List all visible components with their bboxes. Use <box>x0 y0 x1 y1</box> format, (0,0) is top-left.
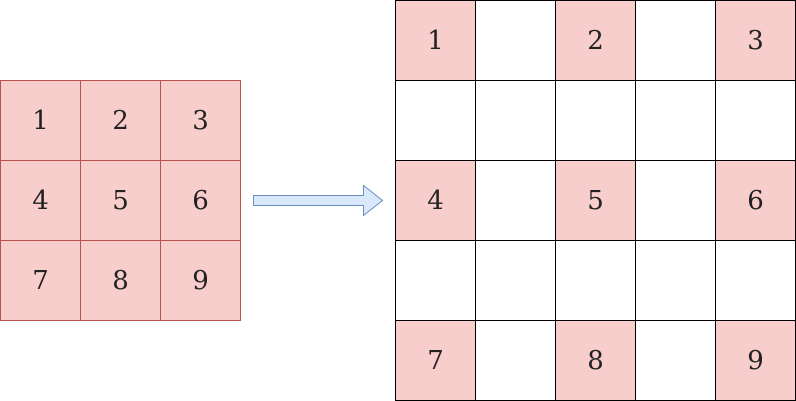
target-cell-empty <box>475 80 556 161</box>
target-cell-empty <box>475 0 556 81</box>
right-arrow-icon <box>253 184 384 217</box>
target-cell-empty <box>635 80 716 161</box>
target-cell-5: 5 <box>555 160 636 241</box>
target-cell-empty <box>475 240 556 321</box>
target-cell-9: 9 <box>715 320 796 401</box>
target-cell-3: 3 <box>715 0 796 81</box>
source-cell-9: 9 <box>160 240 241 321</box>
source-cell-1: 1 <box>0 80 81 161</box>
target-cell-empty <box>555 240 636 321</box>
source-cell-2: 2 <box>80 80 161 161</box>
target-cell-empty <box>635 160 716 241</box>
target-cell-empty <box>635 0 716 81</box>
source-cell-8: 8 <box>80 240 161 321</box>
target-cell-7: 7 <box>395 320 476 401</box>
source-cell-4: 4 <box>0 160 81 241</box>
target-cell-empty <box>475 320 556 401</box>
target-cell-empty <box>715 80 796 161</box>
target-cell-2: 2 <box>555 0 636 81</box>
target-cell-empty <box>635 240 716 321</box>
target-cell-empty <box>555 80 636 161</box>
source-cell-6: 6 <box>160 160 241 241</box>
target-cell-8: 8 <box>555 320 636 401</box>
target-cell-empty <box>635 320 716 401</box>
target-cell-4: 4 <box>395 160 476 241</box>
target-cell-empty <box>395 240 476 321</box>
target-cell-empty <box>395 80 476 161</box>
target-cell-1: 1 <box>395 0 476 81</box>
target-cell-empty <box>715 240 796 321</box>
source-cell-5: 5 <box>80 160 161 241</box>
source-cell-3: 3 <box>160 80 241 161</box>
source-cell-7: 7 <box>0 240 81 321</box>
target-cell-empty <box>475 160 556 241</box>
target-cell-6: 6 <box>715 160 796 241</box>
